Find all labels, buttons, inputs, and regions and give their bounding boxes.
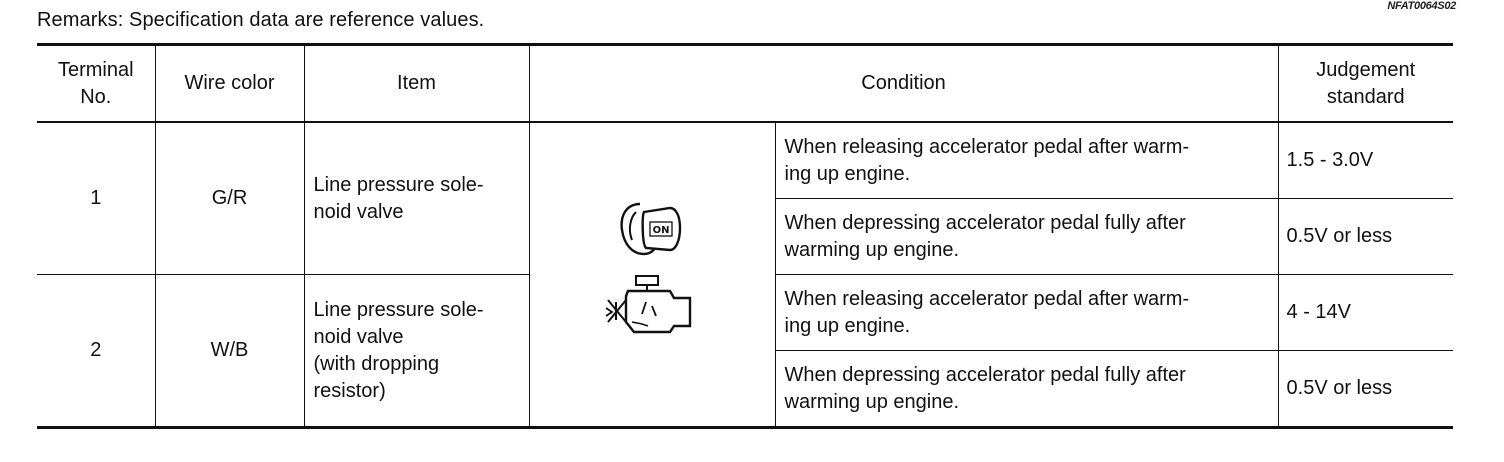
specification-table: Terminal No. Wire color Item Condition J… [37,43,1454,429]
ignition-on-label: ON [653,225,670,236]
wire-color-cell: W/B [154,274,305,429]
table-row: 2 W/B Line pressure sole- noid valve (wi… [37,274,1454,429]
table-header-row: Terminal No. Wire color Item Condition J… [37,43,1454,123]
table-row: When depressing accelerator pedal fully … [37,350,1454,429]
judgement-value-cell: 0.5V or less [1277,198,1454,275]
header-judgement: Judgement standard [1277,43,1454,123]
item-cell: Line pressure sole- noid valve [303,121,530,275]
terminal-number-cell: 1 [37,121,156,275]
condition-text-cell: When releasing accelerator pedal after w… [774,274,1279,351]
condition-text-cell: When depressing accelerator pedal fully … [775,350,1279,429]
judgement-value-cell: 1.5 - 3.0V [1277,121,1454,199]
header-terminal-no: Terminal No. [37,43,156,123]
header-wire-color: Wire color [154,43,305,123]
table-row: When depressing accelerator pedal fully … [37,198,1454,275]
condition-icons: ON [592,196,712,346]
judgement-value-cell: 4 - 14V [1277,274,1454,351]
header-item: Item [303,43,530,123]
header-condition: Condition [528,43,1279,123]
table-row: 1 G/R Line pressure sole- noid valve ON [37,121,1454,429]
condition-text-cell: When depressing accelerator pedal fully … [775,198,1279,275]
item-cell: Line pressure sole- noid valve (with dro… [303,274,530,429]
wire-color-cell: G/R [154,121,305,275]
reference-code: NFAT0064S02 [1387,0,1456,12]
engine-running-icon [605,274,692,333]
condition-icons-cell: ON [528,121,776,429]
remarks-text: Remarks: Specification data are referenc… [37,9,485,31]
judgement-value-cell: 0.5V or less [1277,350,1454,429]
ignition-key-on-icon: ON [620,202,682,255]
terminal-number-cell: 2 [37,274,156,429]
condition-text-cell: When releasing accelerator pedal after w… [774,121,1279,199]
